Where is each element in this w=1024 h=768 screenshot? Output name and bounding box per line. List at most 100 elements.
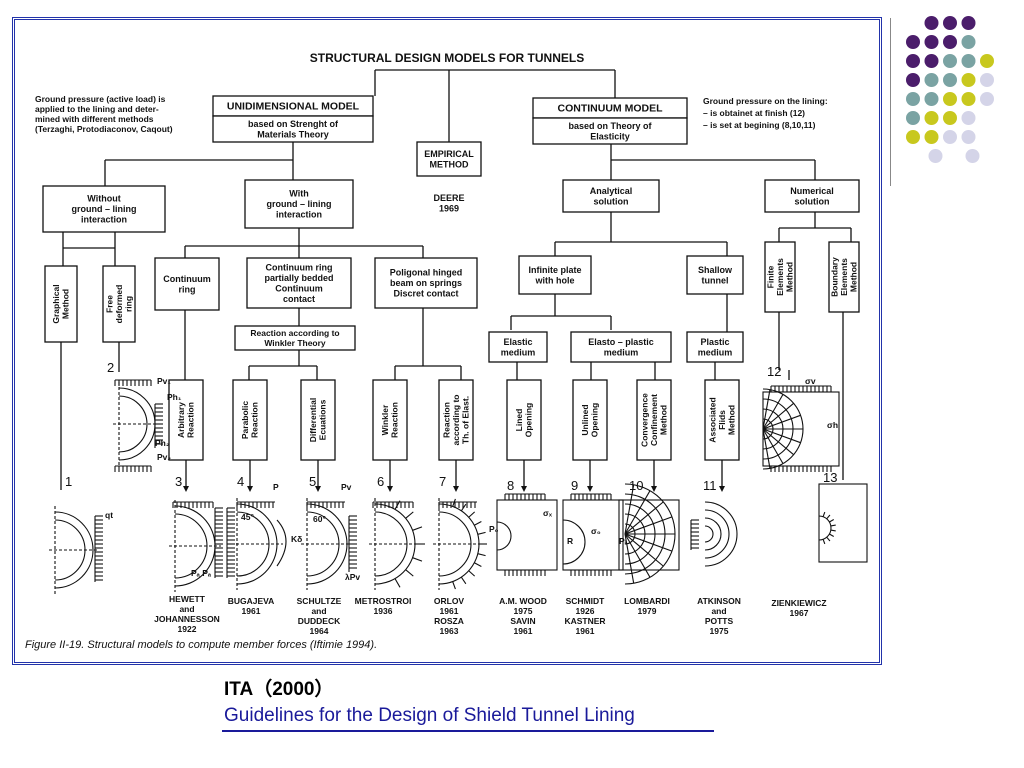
decorative-dot xyxy=(961,16,976,30)
method-4-label: WinklerReaction xyxy=(380,402,400,438)
tunnel-models-diagram: STRUCTURAL DESIGN MODELS FOR TUNNELSGrou… xyxy=(25,51,868,651)
case6-spring xyxy=(394,500,401,510)
elasto-plastic-medium-label-line: medium xyxy=(604,347,639,357)
reference-5-line: 1963 xyxy=(440,626,459,636)
partially-bedded-label-line: Continuum xyxy=(275,283,323,293)
load-label: R xyxy=(567,536,573,546)
method-3-label-line: Differential xyxy=(308,398,318,442)
cont-basis-box xyxy=(532,117,688,145)
case6-spring xyxy=(412,557,423,562)
case6-spring xyxy=(394,578,401,588)
decorative-dot xyxy=(924,35,939,49)
case-sketches xyxy=(49,379,868,594)
case11-rings xyxy=(704,509,730,559)
case-number-11-line: 11 xyxy=(703,478,717,493)
case-number-4: 4 xyxy=(237,474,244,489)
load-label: σv xyxy=(805,376,816,386)
citation: ITA（2000） Guidelines for the Design of S… xyxy=(224,674,635,727)
empirical-box xyxy=(416,141,482,177)
decorative-dot xyxy=(906,54,920,68)
note-left-line: applied to the lining and deter- xyxy=(35,104,159,114)
analytical-label-line: Analytical xyxy=(590,186,633,196)
case-number-7: 7 xyxy=(439,474,446,489)
case-number-11: 11 xyxy=(703,478,717,493)
load-label-line: 45° xyxy=(241,512,254,522)
case7-spring xyxy=(477,531,486,535)
arrow-head xyxy=(247,486,253,492)
cont-basis-label-line: Elasticity xyxy=(590,131,630,141)
empirical-label-line: EMPIRICAL xyxy=(424,149,474,159)
method-4-label-line: Reaction xyxy=(390,402,400,438)
case12-ray xyxy=(762,389,771,430)
with-interaction-label-line: With xyxy=(289,189,308,199)
load-label: qt xyxy=(105,510,113,520)
load-label-line: Kδ xyxy=(291,534,302,544)
case7-spring xyxy=(474,562,482,568)
case10-ray xyxy=(624,533,635,584)
winkler-theory-box xyxy=(234,325,356,351)
case-number-7-line: 7 xyxy=(439,474,446,489)
free-ring-label: Freedeformedring xyxy=(104,285,133,324)
partially-bedded-label-line: contact xyxy=(283,294,315,304)
load-label: 60° xyxy=(313,514,326,524)
poligonal-label-line: Discret contact xyxy=(393,289,458,299)
case7-spring xyxy=(468,511,476,518)
case-number-12-line: 12 xyxy=(767,364,781,379)
uni-basis-label-line: Materials Theory xyxy=(257,129,329,139)
load-label: Pᵢ xyxy=(619,536,626,546)
load-label-line: Ph₂ xyxy=(155,438,170,448)
case13-tick xyxy=(822,511,826,517)
case-number-4-line: 4 xyxy=(237,474,244,489)
empirical-label-line: METHOD xyxy=(430,159,469,169)
load-label: Kδ xyxy=(291,534,302,544)
cont-basis-label-line: based on Theory of xyxy=(568,121,652,131)
decorative-dot xyxy=(943,35,957,49)
case-number-12: 12 xyxy=(767,364,781,379)
arrow-head xyxy=(453,486,459,492)
load-label: λPv xyxy=(345,572,360,582)
graphical-method-label-line: Graphical xyxy=(51,284,61,323)
elastic-medium-label-line: Elastic xyxy=(503,337,532,347)
method-5-label-line: Reaction xyxy=(441,402,451,438)
reference-5-line: ROSZA xyxy=(434,616,464,626)
load-label-line: σv xyxy=(805,376,816,386)
winkler-theory-label-line: Winkler Theory xyxy=(264,338,326,348)
case-number-8-line: 8 xyxy=(507,478,514,493)
load-label: Pₐ Pₐ xyxy=(191,568,212,578)
reference-3-line: and xyxy=(311,606,326,616)
case12-ray xyxy=(762,414,801,430)
method-9-label-line: Method xyxy=(726,405,736,435)
load-label-line: Pₐ Pₐ xyxy=(191,568,212,578)
shallow-tunnel-label-line: tunnel xyxy=(702,275,729,285)
decorative-dot xyxy=(928,149,943,163)
poligonal-label-line: Poligonal hinged xyxy=(390,268,463,278)
case4-reaction xyxy=(276,519,287,567)
case13-block xyxy=(818,483,868,563)
graphical-method-label-line: Method xyxy=(61,289,71,319)
load-label: σ₀ xyxy=(591,526,601,536)
decorative-dot xyxy=(961,73,976,87)
decorative-dot xyxy=(943,16,957,30)
case7-spring xyxy=(477,553,486,557)
method-7-label-line: Unlined xyxy=(580,404,590,435)
case13-hole xyxy=(818,515,832,541)
case12-ray xyxy=(762,402,794,430)
decorative-dot xyxy=(906,73,920,87)
plastic-medium-label-line: Plastic xyxy=(700,337,729,347)
method-8-label-line: Method xyxy=(658,405,668,435)
boundary-elements-label-line: Method xyxy=(848,262,858,292)
case10-ray xyxy=(624,484,635,535)
case6-spring xyxy=(412,526,423,531)
method-5-label: Reactionaccording toTh. of Elast. xyxy=(441,394,470,445)
case7-spring xyxy=(468,570,476,577)
elasto-plastic-medium-label-line: Elasto – plastic xyxy=(588,337,654,347)
case7-spring xyxy=(452,581,456,590)
